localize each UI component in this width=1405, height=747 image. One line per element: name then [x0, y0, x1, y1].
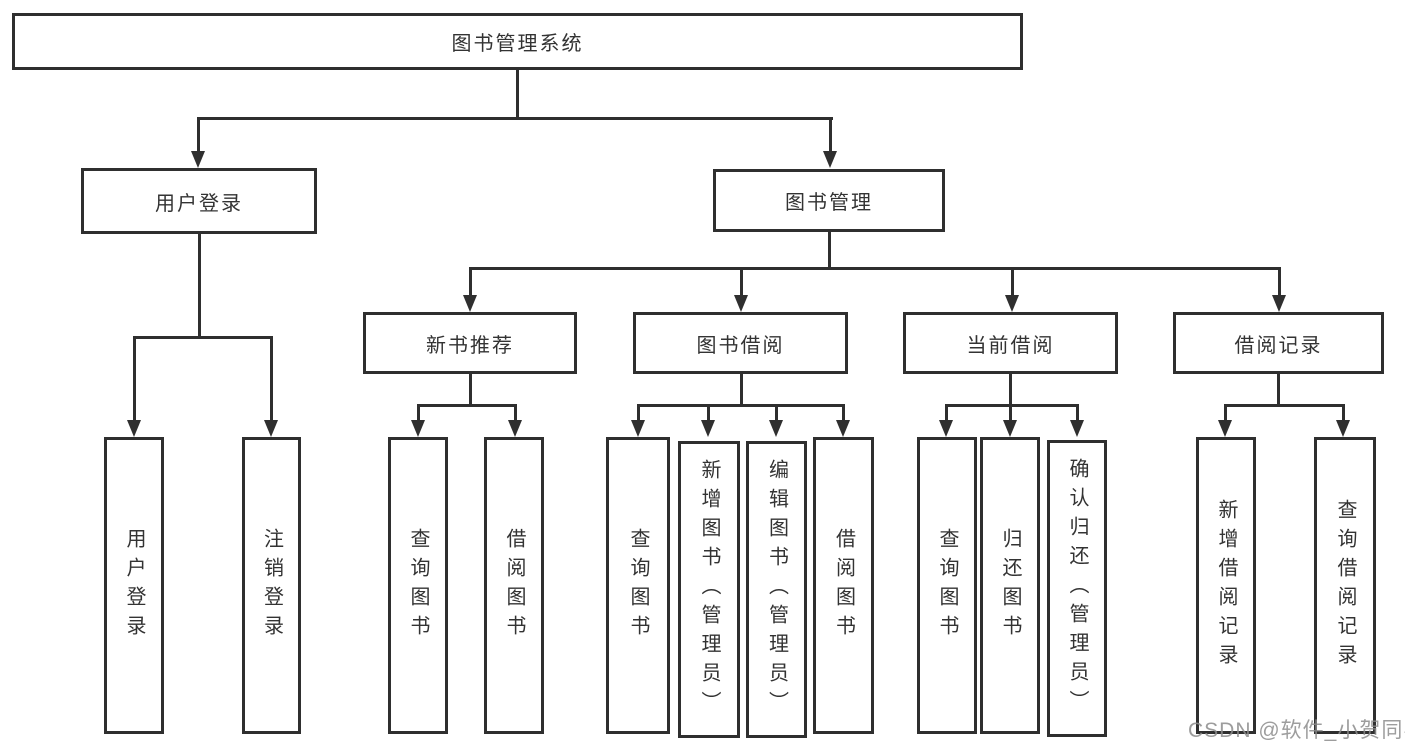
- csdn-watermark: CSDN @软件_小贺同学: [1188, 719, 1405, 742]
- arrowhead-down-icon: [823, 151, 837, 168]
- connector-line: [1009, 404, 1012, 422]
- connector-line: [775, 404, 778, 422]
- node-label: 新增借阅记录: [1215, 498, 1237, 673]
- arrowhead-down-icon: [734, 295, 748, 312]
- arrowhead-down-icon: [264, 420, 278, 437]
- node-label: 新增图书（管理员）: [698, 459, 720, 720]
- leaf-current-confirm-return-admin: 确认归还（管理员）: [1047, 440, 1107, 737]
- node-borrow-records: 借阅记录: [1173, 312, 1384, 374]
- leaf-user-login: 用户登录: [104, 437, 164, 734]
- connector-line: [469, 374, 472, 407]
- connector-line: [1277, 374, 1280, 407]
- node-label: 查询图书: [407, 527, 429, 644]
- arrowhead-down-icon: [1003, 420, 1017, 437]
- connector-line: [945, 404, 948, 422]
- connector-line: [469, 267, 1281, 270]
- node-label: 用户登录: [123, 527, 145, 644]
- arrowhead-down-icon: [127, 420, 141, 437]
- node-label: 确认归还（管理员）: [1066, 458, 1088, 719]
- connector-line: [1076, 404, 1079, 422]
- node-library-system: 图书管理系统: [12, 13, 1023, 70]
- node-book-management: 图书管理: [713, 169, 945, 232]
- connector-line: [1342, 404, 1345, 422]
- arrowhead-down-icon: [939, 420, 953, 437]
- arrowhead-down-icon: [508, 420, 522, 437]
- leaf-records-query-record: 查询借阅记录: [1314, 437, 1376, 734]
- node-label: 查询图书: [627, 527, 649, 644]
- arrowhead-down-icon: [1005, 295, 1019, 312]
- connector-line: [417, 404, 420, 422]
- leaf-borrow-borrow-books: 借阅图书: [813, 437, 874, 734]
- arrowhead-down-icon: [1218, 420, 1232, 437]
- node-label: 编辑图书（管理员）: [765, 459, 788, 720]
- leaf-current-return-books: 归还图书: [980, 437, 1040, 734]
- connector-line: [829, 117, 832, 154]
- arrowhead-down-icon: [191, 151, 205, 168]
- connector-line: [842, 404, 845, 422]
- node-label: 借阅图书: [503, 527, 525, 644]
- connector-line: [637, 404, 845, 407]
- connector-line: [198, 234, 201, 339]
- node-label: 归还图书: [999, 527, 1021, 644]
- node-label: 图书管理: [785, 192, 873, 214]
- node-label: 图书管理系统: [451, 33, 584, 55]
- connector-line: [1278, 267, 1281, 296]
- connector-line: [740, 374, 743, 407]
- node-label: 图书借阅: [696, 334, 785, 357]
- connector-line: [707, 404, 710, 422]
- arrowhead-down-icon: [411, 420, 425, 437]
- connector-line: [1224, 404, 1227, 422]
- arrowhead-down-icon: [1336, 420, 1350, 437]
- arrowhead-down-icon: [701, 420, 715, 437]
- node-label: 用户登录: [155, 192, 243, 215]
- node-user-login: 用户登录: [81, 168, 317, 234]
- connector-line: [828, 232, 831, 270]
- leaf-borrow-add-books-admin: 新增图书（管理员）: [678, 441, 740, 738]
- connector-line: [270, 336, 273, 422]
- leaf-records-add-record: 新增借阅记录: [1196, 437, 1256, 734]
- connector-line: [514, 404, 517, 422]
- node-label: 新书推荐: [426, 334, 514, 357]
- arrowhead-down-icon: [1070, 420, 1084, 437]
- connector-line: [740, 267, 743, 296]
- leaf-borrow-query-books: 查询图书: [606, 437, 670, 734]
- connector-line: [133, 336, 273, 339]
- node-label: 借阅图书: [832, 527, 855, 644]
- connector-line: [945, 404, 1079, 407]
- node-current-borrow: 当前借阅: [903, 312, 1118, 374]
- arrowhead-down-icon: [463, 295, 477, 312]
- leaf-borrow-edit-books-admin: 编辑图书（管理员）: [746, 441, 807, 738]
- connector-line: [1009, 374, 1012, 407]
- node-book-borrow: 图书借阅: [633, 312, 848, 374]
- leaf-newbook-query-books: 查询图书: [388, 437, 448, 734]
- connector-line: [133, 336, 136, 422]
- connector-line: [469, 267, 472, 296]
- node-label: 查询借阅记录: [1334, 498, 1356, 673]
- arrowhead-down-icon: [631, 420, 645, 437]
- node-new-book-recommend: 新书推荐: [363, 312, 577, 374]
- connector-line: [1224, 404, 1345, 407]
- node-label: 注销登录: [260, 527, 283, 644]
- leaf-current-query-books: 查询图书: [917, 437, 977, 734]
- node-label: 查询图书: [936, 527, 958, 644]
- arrowhead-down-icon: [769, 420, 783, 437]
- connector-line: [1011, 267, 1014, 296]
- arrowhead-down-icon: [836, 420, 850, 437]
- connector-line: [197, 117, 200, 154]
- connector-line: [417, 404, 517, 407]
- connector-line: [197, 117, 833, 120]
- node-label: 借阅记录: [1234, 334, 1323, 357]
- arrowhead-down-icon: [1272, 295, 1286, 312]
- leaf-logout: 注销登录: [242, 437, 301, 734]
- connector-line: [516, 67, 519, 120]
- leaf-newbook-borrow-books: 借阅图书: [484, 437, 544, 734]
- node-label: 当前借阅: [966, 334, 1055, 357]
- connector-line: [637, 404, 640, 422]
